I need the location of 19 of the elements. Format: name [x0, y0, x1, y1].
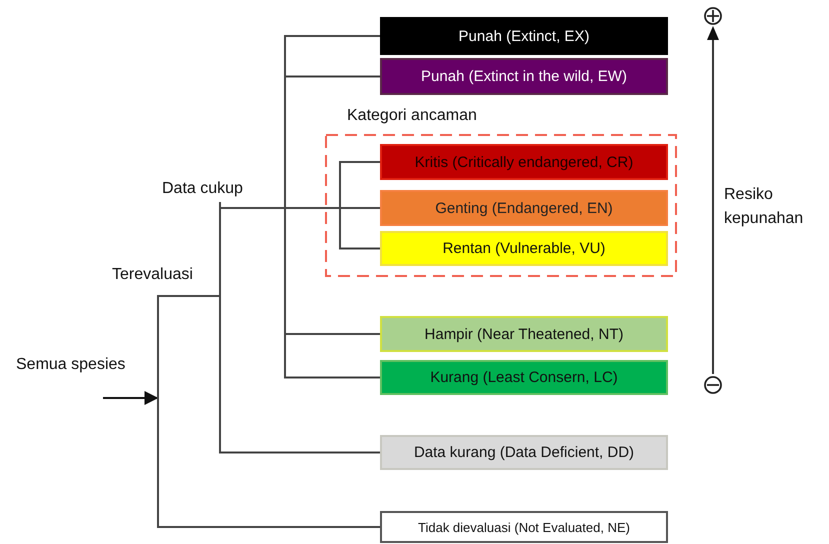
- tree-line: [219, 202, 380, 378]
- category-box: Kurang (Least Consern, LC): [380, 360, 668, 395]
- category-box: Punah (Extinct, EX): [380, 17, 668, 55]
- category-box: Punah (Extinct in the wild, EW): [380, 58, 668, 95]
- branch-label: Semua spesies: [16, 356, 126, 374]
- category-box: Tidak dievaluasi (Not Evaluated, NE): [380, 511, 668, 543]
- branch-label: Terevaluasi: [112, 266, 193, 284]
- branch-label: Data cukup: [162, 180, 243, 198]
- category-box: Kritis (Critically endangered, CR): [380, 144, 668, 180]
- axis-label: Resiko kepunahan: [724, 185, 804, 229]
- arrow: [103, 391, 158, 405]
- group-heading: Kategori ancaman: [347, 107, 477, 125]
- tree-line: [156, 397, 380, 528]
- category-box: Data kurang (Data Deficient, DD): [380, 435, 668, 470]
- tree-line: [156, 295, 212, 399]
- category-box: Rentan (Vulnerable, VU): [380, 231, 668, 266]
- tree-line: [212, 295, 380, 454]
- category-box: Hampir (Near Theatened, NT): [380, 316, 668, 352]
- category-box: Genting (Endangered, EN): [380, 190, 668, 226]
